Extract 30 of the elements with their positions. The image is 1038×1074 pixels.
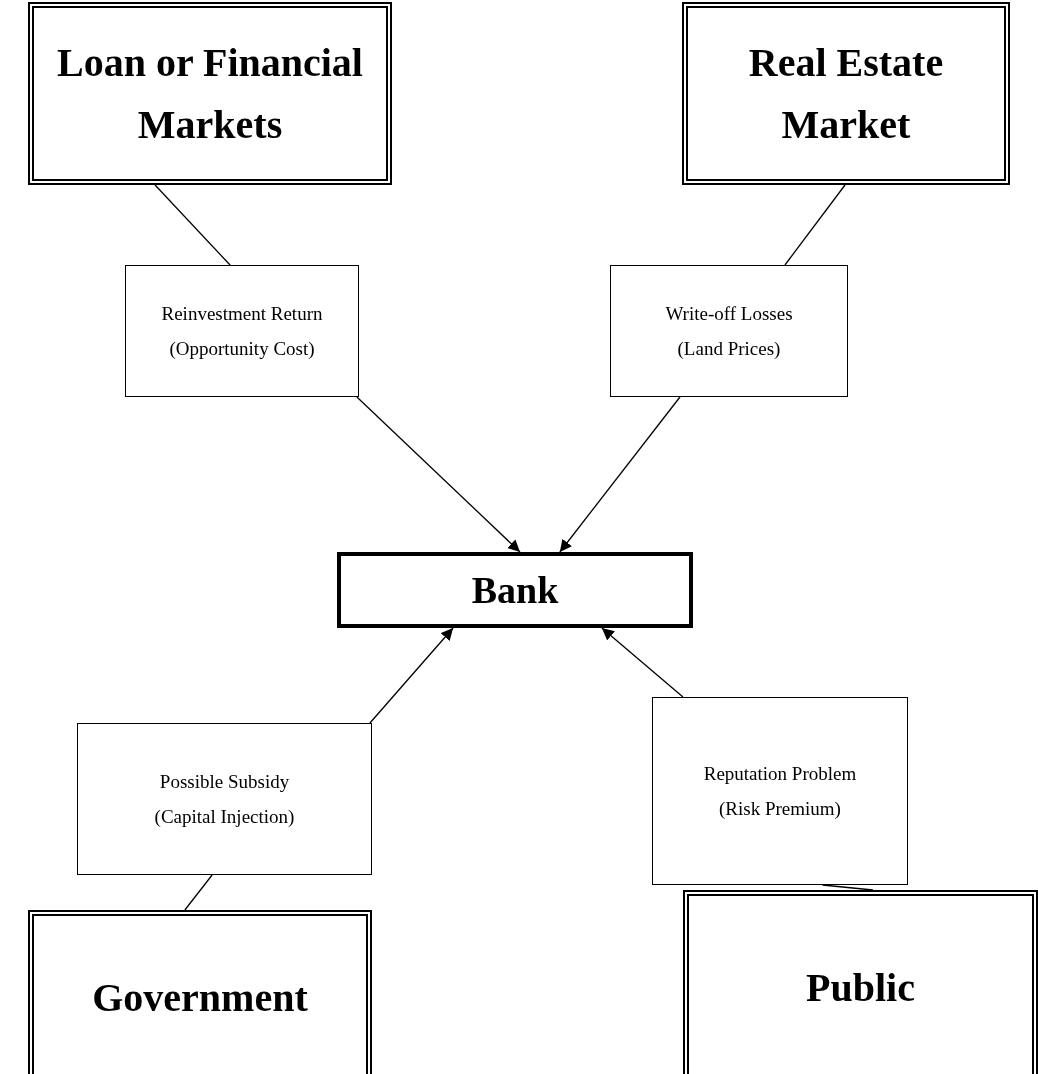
node-title: Public xyxy=(806,964,915,1012)
node-title: Government xyxy=(92,974,308,1022)
market-box xyxy=(28,2,392,185)
arrow xyxy=(601,627,684,698)
arrow xyxy=(559,396,681,553)
market-box xyxy=(682,2,1010,185)
connector-line xyxy=(821,884,874,891)
node-title: Reputation Problem xyxy=(703,764,857,783)
market-box xyxy=(683,890,1038,1074)
factor-box xyxy=(77,723,372,875)
node-title: Loan or Financial Markets xyxy=(56,38,364,149)
factor-box xyxy=(610,265,848,397)
connector-line xyxy=(784,184,846,266)
node-title: Real Estate Market xyxy=(747,38,945,149)
bank-box xyxy=(337,552,693,628)
node-title: Write-off Losses xyxy=(665,304,793,323)
node-title: Possible Subsidy xyxy=(159,772,290,791)
factor-box xyxy=(652,697,908,885)
connector-line xyxy=(184,874,213,911)
arrow xyxy=(369,627,454,724)
factor-box xyxy=(125,265,359,397)
arrow xyxy=(356,396,521,553)
market-box xyxy=(28,910,372,1074)
node-title: Bank xyxy=(471,568,559,612)
node-subtitle: (Capital Injection) xyxy=(154,807,295,826)
node-subtitle: (Risk Premium) xyxy=(719,799,841,818)
connector-line xyxy=(154,184,231,266)
node-subtitle: (Land Prices) xyxy=(677,339,781,358)
node-title: Reinvestment Return xyxy=(161,304,323,323)
node-subtitle: (Opportunity Cost) xyxy=(169,339,315,358)
